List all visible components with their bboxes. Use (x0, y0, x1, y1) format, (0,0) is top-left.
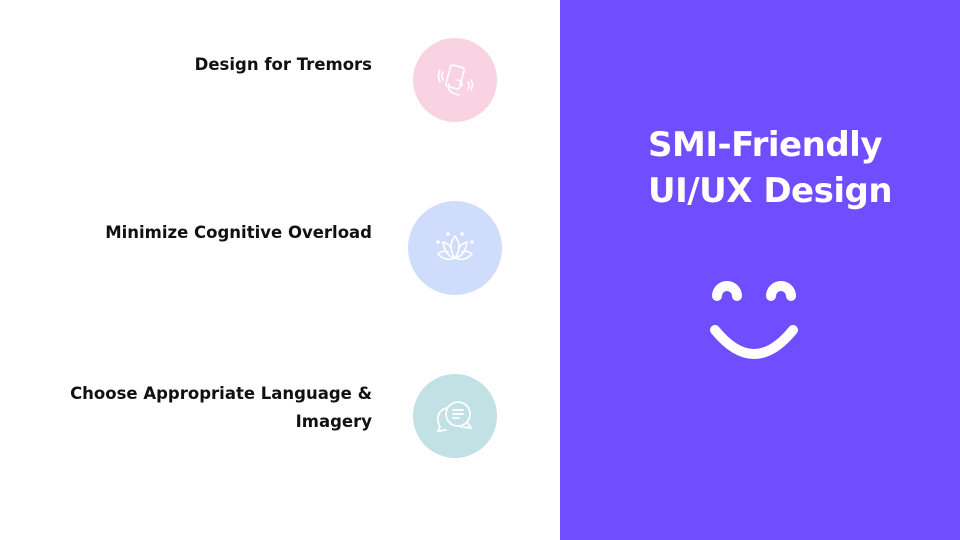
chat-bubbles-icon (436, 401, 473, 433)
item-label-cognitive: Minimize Cognitive Overload (105, 223, 372, 242)
item-label-language-line2: Imagery (295, 412, 372, 431)
hand-phone-vibration-icon (437, 64, 474, 96)
cognitive-circle (408, 201, 502, 295)
title-panel: SMI-Friendly UI/UX Design (560, 0, 960, 540)
lotus-icon (436, 232, 474, 261)
item-label-tremors: Design for Tremors (194, 55, 372, 74)
smiley-face-icon (710, 281, 798, 359)
language-circle (413, 374, 497, 458)
tremors-circle (413, 38, 497, 122)
item-label-language: Choose Appropriate Language & Imagery (70, 380, 372, 436)
title-line2: UI/UX Design (648, 171, 893, 211)
slide-title: SMI-Friendly UI/UX Design (648, 122, 893, 214)
title-line1: SMI-Friendly (648, 125, 882, 165)
item-label-language-line1: Choose Appropriate Language & (70, 384, 372, 403)
